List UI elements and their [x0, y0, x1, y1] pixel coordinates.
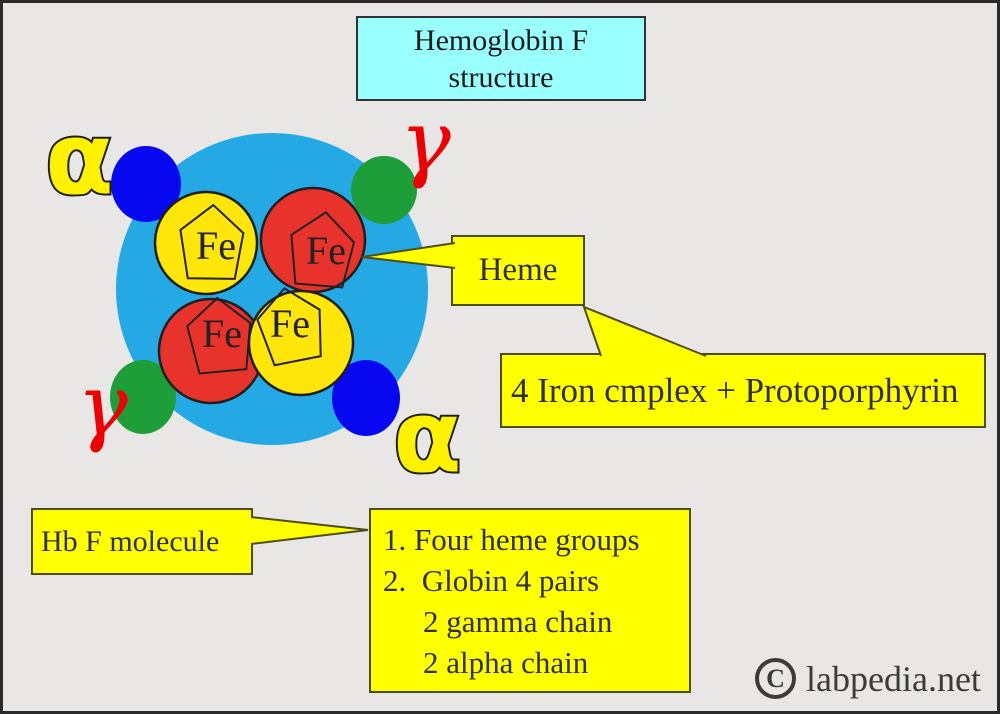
porphyrin-ring: [179, 203, 245, 280]
heme-group-top-left: Fe: [153, 190, 259, 296]
heme-circle: [153, 190, 259, 296]
composition-item-2b: 2 alpha chain: [423, 645, 589, 680]
porphyrin-ring: [256, 287, 322, 367]
fe-label: Fe: [270, 301, 310, 346]
copyright-letter: C: [766, 663, 785, 693]
subunit-ball-top-left: [111, 146, 181, 222]
composition-item-2a: 2 gamma chain: [423, 604, 613, 639]
subunit-ball-bottom-right: [332, 360, 400, 436]
fe-label: Fe: [202, 311, 242, 356]
alpha-label-top-left: α: [45, 100, 114, 217]
heme-circle: [247, 289, 355, 397]
heme-detail-box: 4 Iron cmplex + Protoporphyrin: [500, 353, 986, 428]
heme-callout-box: Heme: [451, 235, 585, 306]
gamma-label-bottom-left: γ: [77, 357, 128, 456]
porphyrin-ring: [186, 296, 252, 375]
title-line-1: Hemoglobin F: [413, 23, 589, 57]
composition-item-1: 1. Four heme groups: [383, 522, 640, 557]
watermark-text: labpedia.net: [806, 658, 981, 699]
fe-label: Fe: [196, 223, 236, 268]
composition-item-2: 2. Globin 4 pairs: [383, 563, 600, 598]
alpha-label-bottom-right: α: [393, 378, 462, 495]
title-box: Hemoglobin F structure: [356, 16, 646, 101]
heme-group-top-right: Fe: [259, 186, 367, 294]
hbf-callout-label: Hb F molecule: [41, 524, 220, 558]
watermark: C labpedia.net: [755, 658, 981, 699]
hemoglobin-molecule: Fe Fe Fe Fe α γ γ α: [43, 93, 464, 497]
subunit-ball-top-right: [351, 156, 417, 224]
hbf-callout-box: Hb F molecule: [31, 508, 253, 575]
copyright-icon: C: [755, 658, 796, 699]
composition-box: 1. Four heme groups 2. Globin 4 pairs 2 …: [369, 508, 691, 693]
subunit-ball-bottom-left: [110, 360, 176, 434]
title-line-2: structure: [448, 60, 554, 94]
heme-detail-label: 4 Iron cmplex + Protoporphyrin: [511, 370, 959, 410]
fe-label: Fe: [306, 228, 346, 273]
gamma-label-top-right: γ: [400, 93, 451, 192]
porphyrin-ring: [290, 211, 356, 289]
heme-group-bottom-right: Fe: [247, 287, 355, 397]
heme-callout-label: Heme: [478, 252, 558, 288]
